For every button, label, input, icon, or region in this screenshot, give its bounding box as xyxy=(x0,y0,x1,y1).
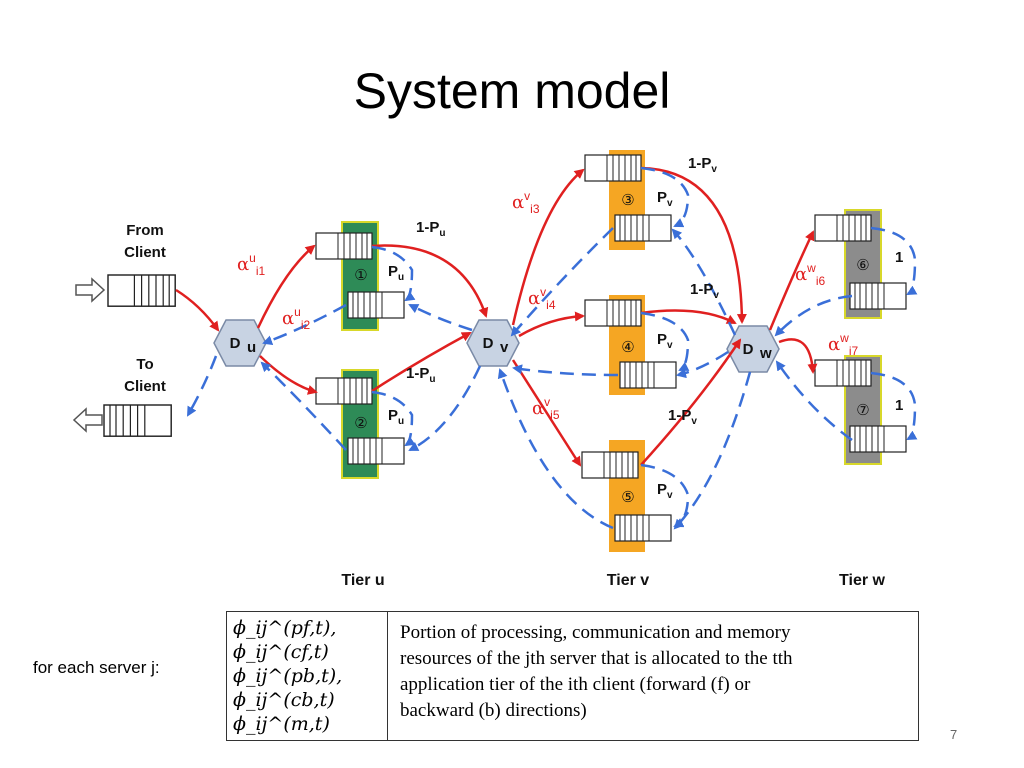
server-3-in-queue xyxy=(584,154,642,182)
server-4-number: ④ xyxy=(621,339,634,356)
server-5-out-queue xyxy=(614,514,672,542)
symbol-line-3: ϕ_ij^(m,t) xyxy=(233,713,330,735)
svg-text:αvi4: αvi4 xyxy=(528,285,556,312)
for-each-server-label: for each server j: xyxy=(33,658,160,677)
from-client-label-2: Client xyxy=(124,244,166,261)
svg-text:1-Pu: 1-Pu xyxy=(406,365,435,385)
symbol-line-1: ϕ_ij^(pf,t), ϕ_ij^(cf,t) xyxy=(233,617,337,663)
svg-text:αvi5: αvi5 xyxy=(532,395,560,422)
to-client-label-1: To xyxy=(136,356,153,373)
description-line-3: application tier of the ith client (forw… xyxy=(400,674,751,695)
alpha-labels: αui1 αui2 αvi3 αvi4 αvi5 αwi6 αwi7 xyxy=(237,189,858,422)
description-line-2: resources of the jth server that is allo… xyxy=(400,648,793,669)
description-line-1: Portion of processing, communication and… xyxy=(400,622,791,643)
svg-text:Pv: Pv xyxy=(657,331,673,351)
svg-text:u: u xyxy=(247,339,256,356)
dispatcher-v: D v xyxy=(466,319,520,367)
allocation-definition-table: ϕ_ij^(pf,t), ϕ_ij^(cf,t) ϕ_ij^(pb,t), ϕ_… xyxy=(226,611,919,741)
probability-labels: 1-Pu Pu 1-Pu Pu 1-Pv Pv 1-Pv Pv 1-Pv Pv … xyxy=(388,155,903,501)
tier-u-label: Tier u xyxy=(341,572,384,589)
svg-text:αvi3: αvi3 xyxy=(512,189,540,216)
svg-text:v: v xyxy=(500,339,509,356)
svg-text:D: D xyxy=(483,335,494,352)
page-number: 7 xyxy=(950,727,958,742)
server-6-number: ⑥ xyxy=(856,257,869,274)
server-5-in-queue xyxy=(581,451,639,479)
symbol-line-2: ϕ_ij^(pb,t), ϕ_ij^(cb,t) xyxy=(233,665,343,711)
from-client-label-1: From xyxy=(126,222,164,239)
server-4-in-queue xyxy=(584,299,642,327)
description-line-4: backward (b) directions) xyxy=(400,700,587,721)
system-model-diagram: From Client To Client D u D v D xyxy=(72,150,918,589)
svg-text:1: 1 xyxy=(895,397,903,414)
svg-text:αwi7: αwi7 xyxy=(828,331,858,358)
svg-text:Pv: Pv xyxy=(657,189,673,209)
from-client-group: From Client xyxy=(75,222,176,307)
server-6-in-queue xyxy=(814,214,872,242)
svg-text:αui2: αui2 xyxy=(282,305,311,332)
svg-text:w: w xyxy=(759,345,772,362)
svg-text:αui1: αui1 xyxy=(237,251,266,278)
svg-text:1: 1 xyxy=(895,249,903,266)
client-input-queue xyxy=(107,274,176,307)
svg-text:D: D xyxy=(743,341,754,358)
server-5-number: ⑤ xyxy=(621,489,634,506)
client-output-queue xyxy=(103,404,172,437)
server-3-number: ③ xyxy=(621,192,634,209)
dispatcher-w: D w xyxy=(726,325,780,373)
backward-arrows xyxy=(186,166,918,530)
svg-text:D: D xyxy=(230,335,241,352)
svg-text:Pu: Pu xyxy=(388,263,404,283)
server-7-number: ⑦ xyxy=(856,402,869,419)
server-1-out-queue xyxy=(347,291,405,319)
svg-text:1-Pu: 1-Pu xyxy=(416,219,445,239)
tier-v-label: Tier v xyxy=(607,572,650,589)
server-3-out-queue xyxy=(614,214,672,242)
server-2-number: ② xyxy=(354,415,367,432)
to-client-group: To Client xyxy=(72,356,172,437)
to-client-label-2: Client xyxy=(124,378,166,395)
server-6-out-queue xyxy=(849,282,907,310)
slide-title: System model xyxy=(353,63,671,119)
svg-text:1-Pv: 1-Pv xyxy=(688,155,717,175)
output-arrow-icon xyxy=(72,407,103,433)
svg-text:1-Pv: 1-Pv xyxy=(668,407,697,427)
symbol-cell: ϕ_ij^(pf,t), ϕ_ij^(cf,t) ϕ_ij^(pb,t), ϕ_… xyxy=(226,611,388,741)
description-cell: Portion of processing, communication and… xyxy=(387,611,919,741)
tier-w-label: Tier w xyxy=(839,572,886,589)
server-1-number: ① xyxy=(354,267,367,284)
svg-text:Pu: Pu xyxy=(388,407,404,427)
server-1-in-queue xyxy=(315,232,373,260)
server-7-in-queue xyxy=(814,359,872,387)
server-2-out-queue xyxy=(347,437,405,465)
server-2-in-queue xyxy=(315,377,373,405)
svg-text:Pv: Pv xyxy=(657,481,673,501)
server-4-out-queue xyxy=(619,361,677,389)
forward-arrows xyxy=(175,166,818,467)
server-7-out-queue xyxy=(849,425,907,453)
input-arrow-icon xyxy=(75,277,106,303)
svg-text:1-Pv: 1-Pv xyxy=(690,281,719,301)
svg-text:αwi6: αwi6 xyxy=(795,261,825,288)
